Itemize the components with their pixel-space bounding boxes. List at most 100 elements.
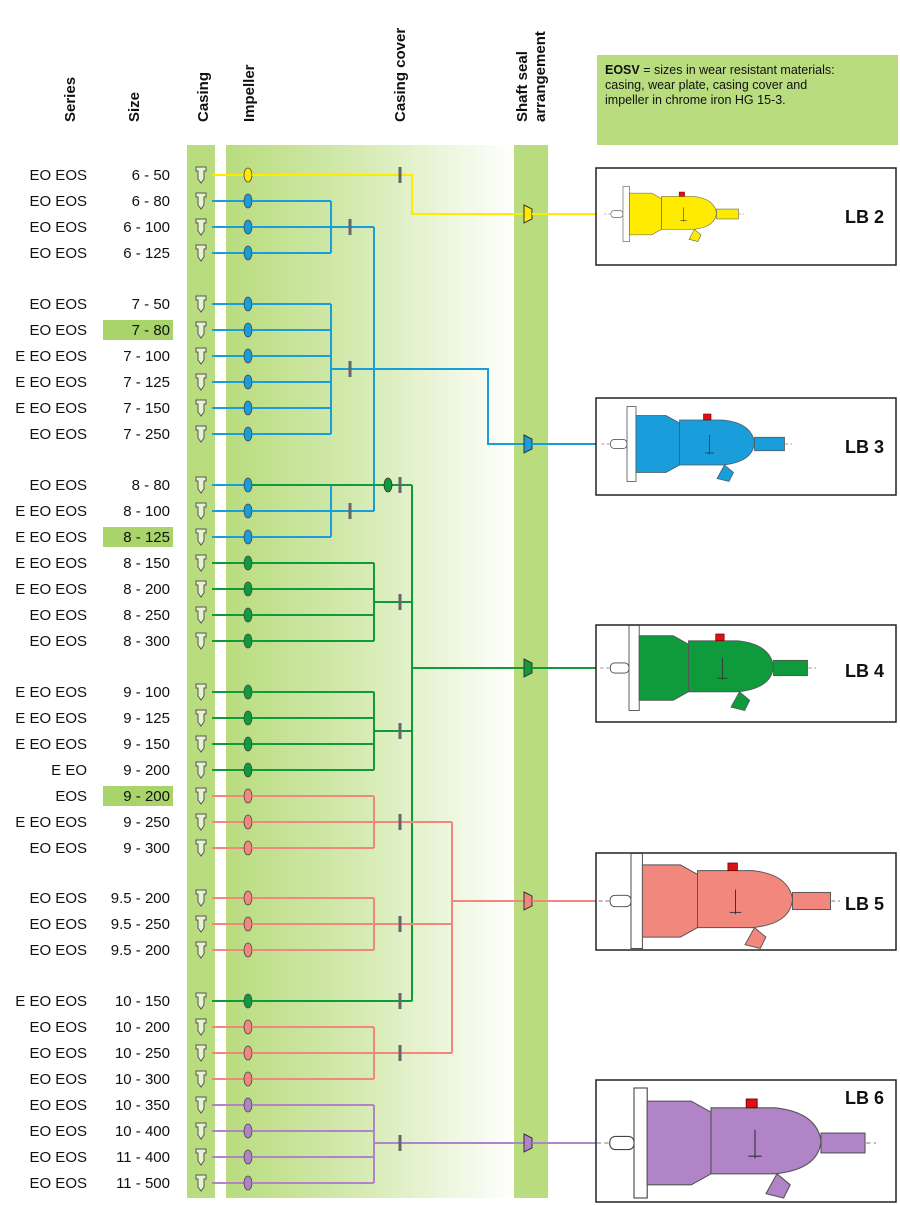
- series-label: EO EOS: [29, 1019, 87, 1036]
- drive-shaft: [773, 659, 808, 677]
- series-label: E EO EOS: [15, 400, 87, 417]
- impeller-icon: [243, 296, 253, 312]
- shaft-seal-icon: [523, 891, 533, 911]
- series-label: EO EOS: [29, 167, 87, 184]
- cover-tick: [348, 361, 352, 377]
- impeller-band: [226, 145, 516, 1198]
- casing-icon: [195, 580, 207, 598]
- drive-shaft: [754, 436, 785, 452]
- impeller-icon: [243, 167, 253, 183]
- connection-lines: [252, 167, 596, 1184]
- oil-cap: [715, 633, 725, 642]
- adapter: [638, 635, 689, 701]
- series-label: E EO EOS: [15, 503, 87, 520]
- header-arrangement: arrangement: [532, 31, 549, 122]
- casing-icon: [195, 839, 207, 857]
- flange: [626, 406, 637, 482]
- shaft-end: [609, 894, 632, 908]
- impeller-icon: [243, 942, 253, 958]
- casing-icon: [195, 709, 207, 727]
- header-casing-cover: Casing cover: [392, 28, 409, 122]
- series-label: EO EOS: [29, 1071, 87, 1088]
- note-line-3: impeller in chrome iron HG 15-3.: [605, 93, 786, 107]
- casing-icon: [195, 1070, 207, 1088]
- cover-tick: [398, 814, 402, 830]
- lb3-link: [331, 368, 530, 445]
- shaft-end: [610, 439, 628, 449]
- impeller-icon: [243, 193, 253, 209]
- impeller-icon: [243, 1175, 253, 1191]
- flange: [622, 186, 630, 242]
- size-label: 10 - 150: [115, 993, 170, 1010]
- cover-tick: [398, 167, 402, 183]
- casing-icon: [195, 295, 207, 313]
- impeller-icon: [243, 890, 253, 906]
- size-label: 9.5 - 200: [111, 942, 170, 959]
- casing-icon: [195, 166, 207, 184]
- series-label: EO EOS: [29, 296, 87, 313]
- bearing-housing: [679, 419, 755, 466]
- oil-cap: [678, 191, 685, 197]
- header-size: Size: [126, 92, 143, 122]
- impeller-icon: [243, 788, 253, 804]
- series-label: EO EOS: [29, 477, 87, 494]
- series-label: EO EOS: [29, 1123, 87, 1140]
- oil-cap: [727, 862, 738, 871]
- size-label: 7 - 150: [123, 400, 170, 417]
- size-label: 8 - 125: [123, 529, 170, 546]
- oil-cap: [745, 1098, 758, 1109]
- cover-tick: [398, 1045, 402, 1061]
- bearing-frame-icon: [596, 1087, 877, 1199]
- series-label: E EO EOS: [15, 581, 87, 598]
- header-impeller: Impeller: [241, 64, 258, 122]
- impeller-icon: [243, 555, 253, 571]
- size-label: 11 - 400: [116, 1149, 170, 1166]
- series-label: E EO EOS: [15, 993, 87, 1010]
- casing-icon: [195, 606, 207, 624]
- cover-tick: [348, 503, 352, 519]
- impeller-icon: [243, 1123, 253, 1139]
- cover-tick: [398, 723, 402, 739]
- bearing-housing: [710, 1107, 822, 1175]
- casing-icon: [195, 373, 207, 391]
- series-label: E EO: [51, 762, 87, 779]
- foot: [688, 228, 702, 242]
- cover-tick: [398, 477, 402, 493]
- size-label: 6 - 80: [132, 193, 170, 210]
- bearing-housing: [661, 196, 717, 230]
- series-label: EO EOS: [29, 1175, 87, 1192]
- casing-icon: [195, 632, 207, 650]
- shaft-seal-icon: [523, 204, 533, 224]
- foot: [730, 691, 751, 711]
- bearing-housing: [688, 640, 774, 693]
- series-label: EO EOS: [29, 219, 87, 236]
- casing-icon: [195, 915, 207, 933]
- size-label: 8 - 300: [123, 633, 170, 650]
- cover-tick: [398, 594, 402, 610]
- impeller-icon: [243, 581, 253, 597]
- bearing-label: LB 5: [845, 894, 884, 914]
- adapter: [635, 415, 680, 473]
- shaft-seal-icon: [523, 434, 533, 454]
- impeller-icon: [243, 814, 253, 830]
- bearing-housing: [697, 870, 793, 929]
- shaft-end: [610, 210, 624, 218]
- impeller-icon: [243, 684, 253, 700]
- flange: [628, 625, 640, 711]
- bearing-frame-icon: [601, 406, 792, 482]
- drive-shaft: [716, 208, 739, 220]
- foot: [716, 464, 734, 482]
- bearing-frame-icon: [600, 625, 817, 711]
- bearing-frame-icon: [604, 186, 745, 242]
- size-label: 9 - 200: [123, 762, 170, 779]
- series-label: EO EOS: [29, 633, 87, 650]
- series-label: E EO EOS: [15, 529, 87, 546]
- series-label: E EO EOS: [15, 684, 87, 701]
- impeller-icon: [243, 1071, 253, 1087]
- impeller-icon: [243, 916, 253, 932]
- casing-icon: [195, 992, 207, 1010]
- size-label: 8 - 100: [123, 503, 170, 520]
- casing-icon: [195, 528, 207, 546]
- casing-icon: [195, 1044, 207, 1062]
- bearing-boxes: LB 2LB 3LB 4LB 5LB 6: [595, 167, 897, 1203]
